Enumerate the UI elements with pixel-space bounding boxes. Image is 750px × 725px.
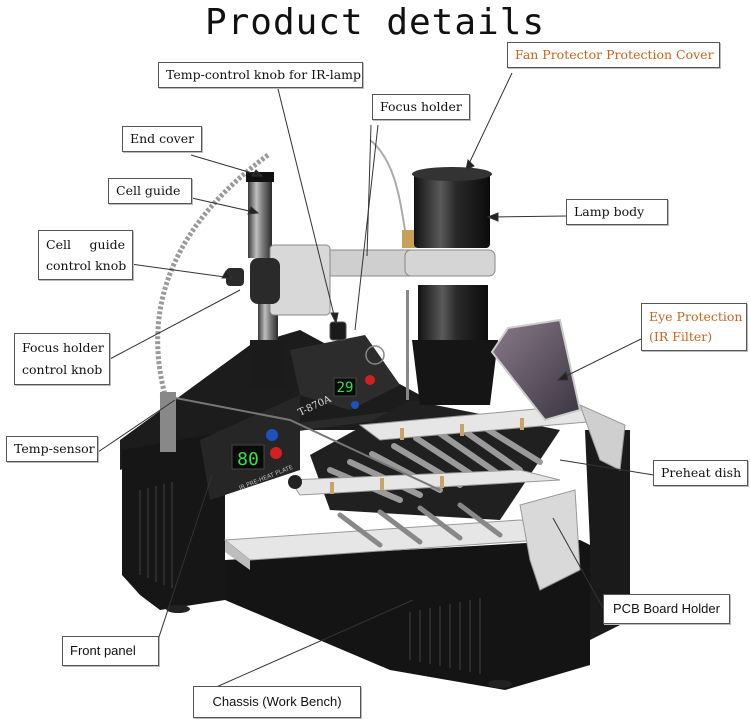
ir-temp-knob [329, 321, 347, 341]
support-post [226, 172, 423, 388]
label-front-panel: Front panel [62, 636, 159, 666]
label-eye-protection: Eye Protection (IR Filter) [641, 303, 747, 351]
gooseneck [155, 152, 270, 396]
label-cell-guide-knob-line2: control knob [46, 258, 127, 273]
ir-lamp-art [404, 167, 498, 405]
label-focus-knob-line2: control knob [22, 362, 103, 377]
leader-lines [97, 72, 655, 693]
label-focus-holder-knob: Focus holder control knob [14, 333, 110, 385]
eye-protection-art [490, 318, 582, 422]
label-chassis: Chassis (Work Bench) [193, 686, 361, 718]
end-cover-art [246, 172, 274, 182]
label-eye-protection-line1: Eye Protection [649, 309, 743, 324]
right-temp-readout: 29 [337, 380, 354, 396]
page-title: Product details [204, 2, 546, 43]
label-fan-protector: Fan Protector Protection Cover [507, 42, 720, 68]
label-end-cover: End cover [122, 126, 202, 152]
sensor-wire [159, 394, 441, 491]
label-cell-guide-knob-line1: Cell guide [46, 237, 125, 252]
label-cell-guide: Cell guide [108, 178, 192, 204]
chassis [120, 330, 630, 690]
label-cell-guide-knob: Cell guide control knob [38, 230, 133, 280]
label-focus-holder: Focus holder [372, 94, 470, 120]
label-preheat-dish: Preheat dish [653, 460, 748, 486]
label-temp-sensor: Temp-sensor [6, 436, 98, 462]
label-pcb-board-holder: PCB Board Holder [603, 594, 730, 624]
label-eye-protection-line2: (IR Filter) [649, 329, 713, 344]
left-temp-readout: 80 [237, 449, 259, 470]
label-focus-knob-line1: Focus holder [22, 340, 104, 355]
red-button [270, 447, 282, 459]
guide-knob-art [226, 268, 244, 286]
focus-knob-art [250, 258, 280, 304]
blue-button [266, 429, 278, 441]
label-temp-control-knob: Temp-control knob for IR-lamp [158, 62, 363, 88]
label-lamp-body: Lamp body [566, 199, 668, 225]
